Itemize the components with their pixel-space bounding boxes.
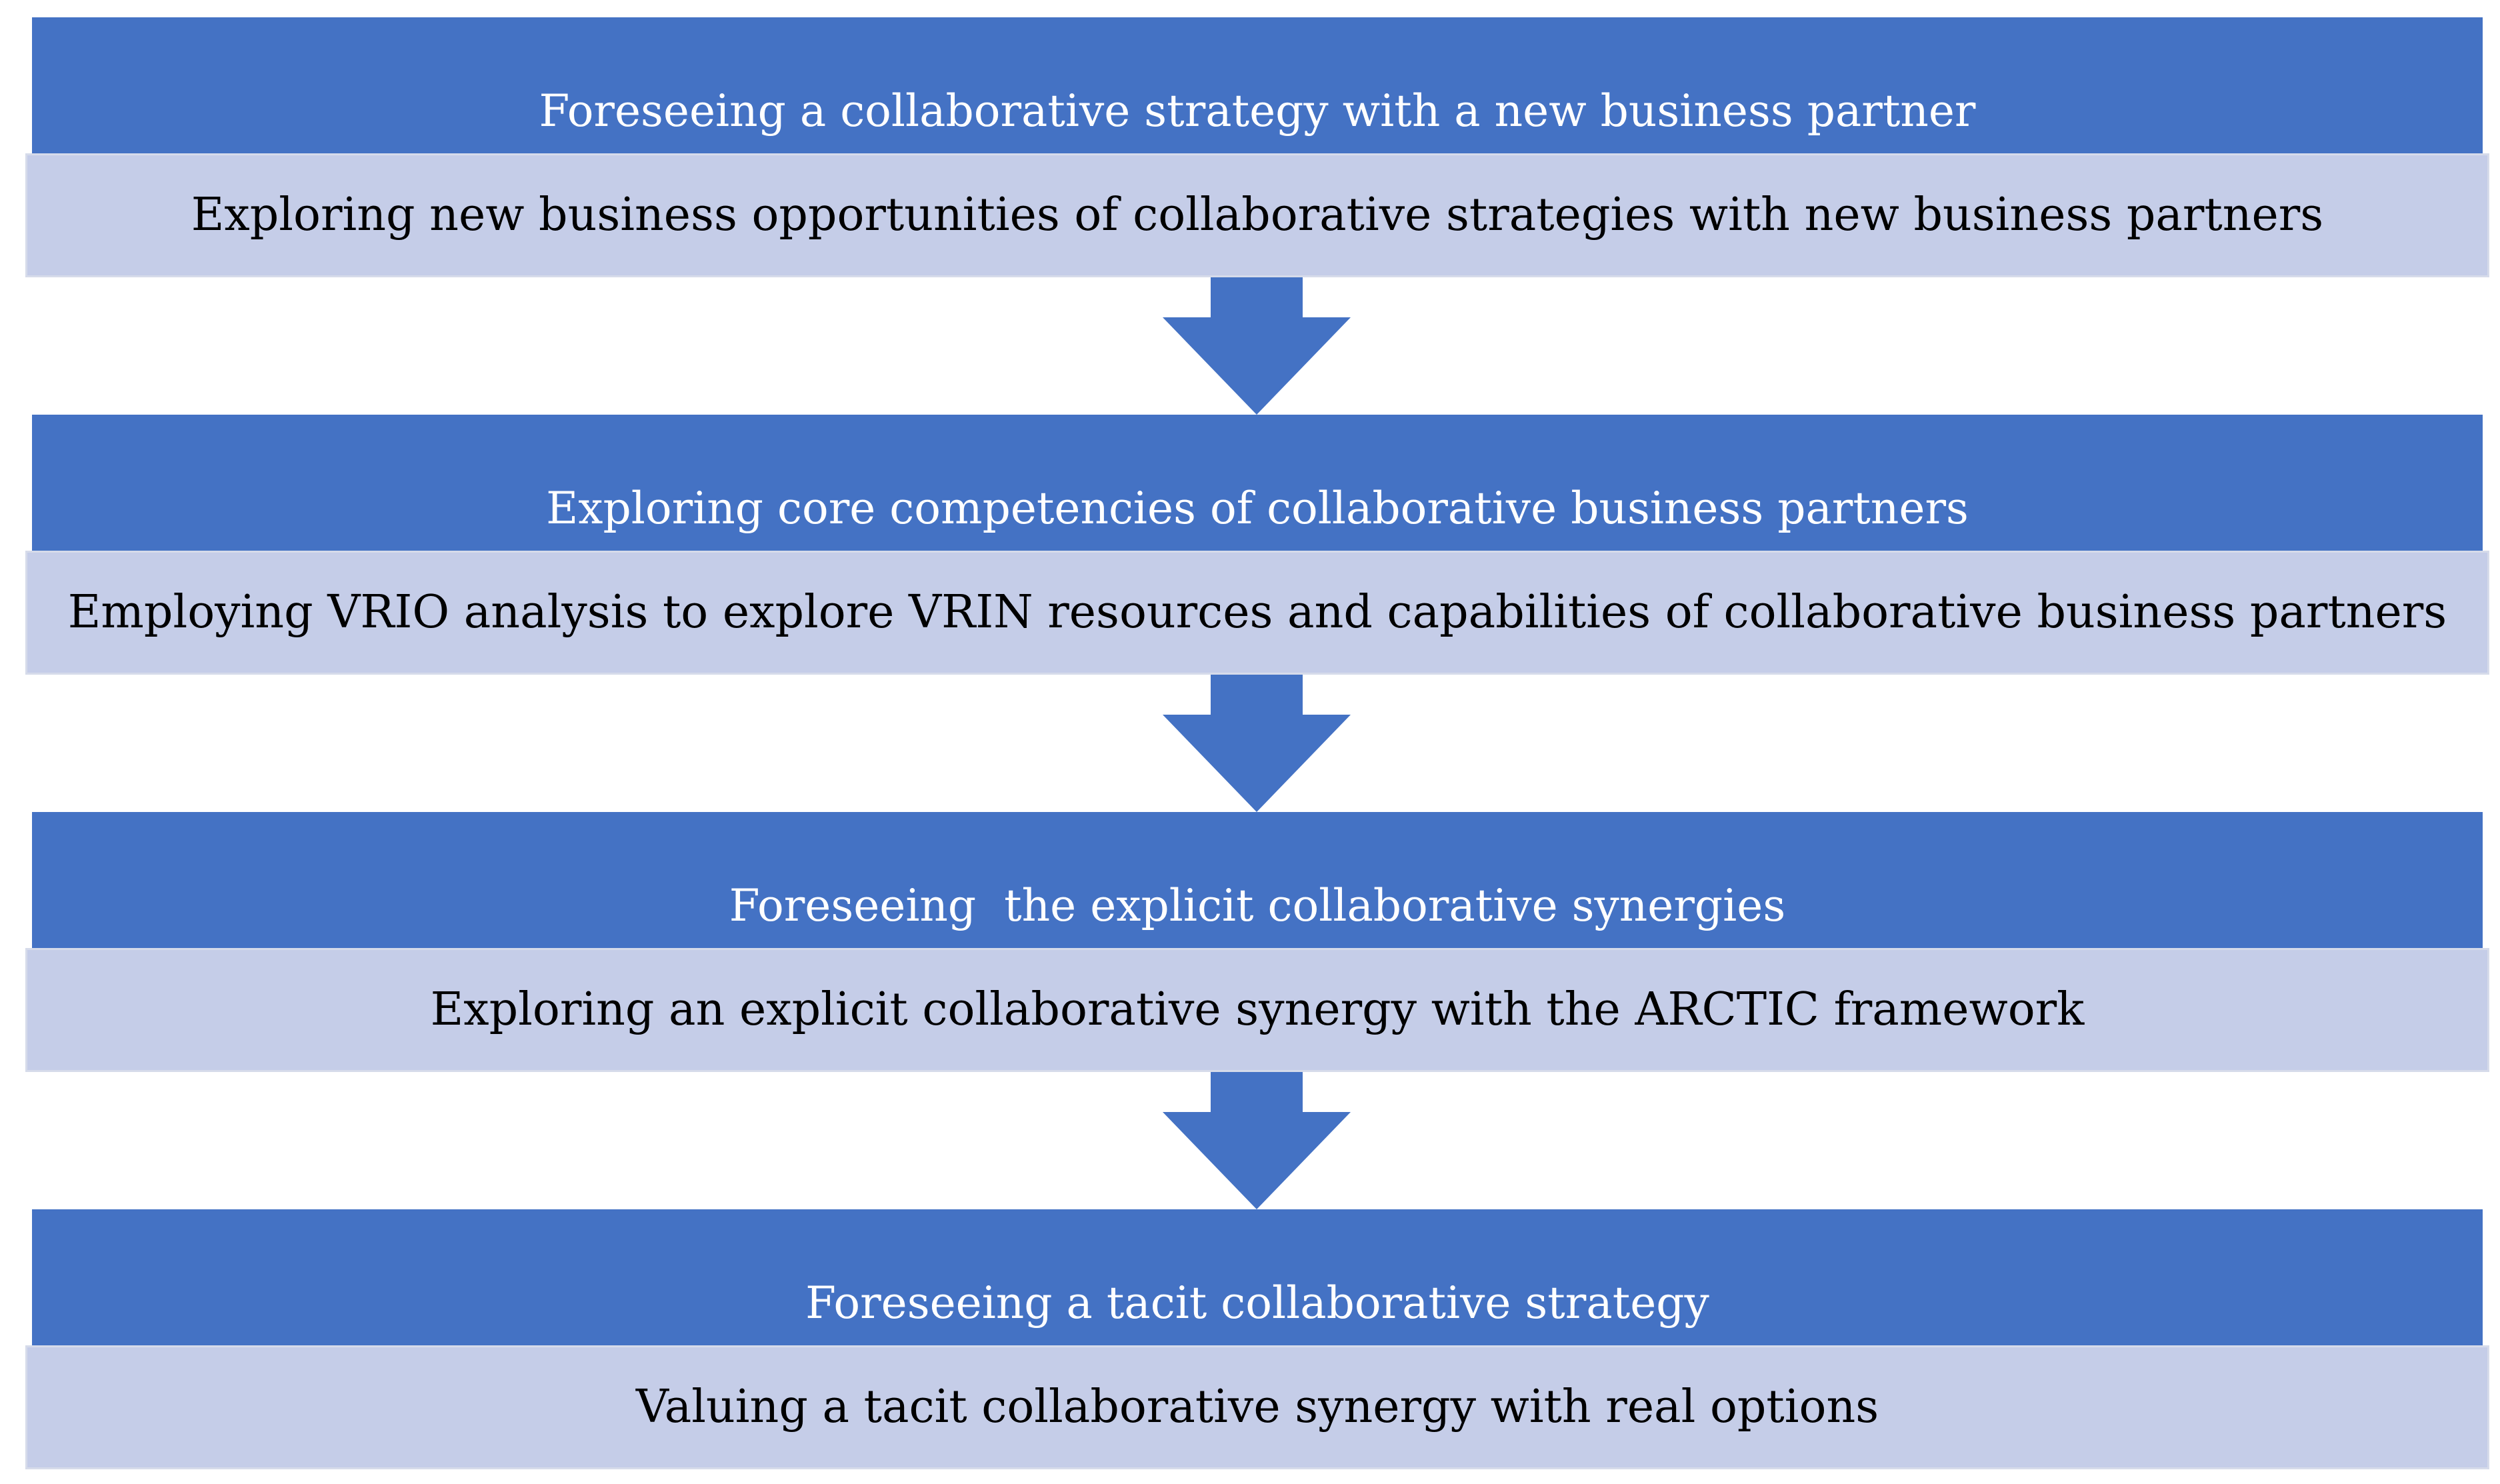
step-1-title: Foreseeing a collaborative strategy with… [32, 17, 2483, 153]
step-3-description: Exploring an explicit collaborative syne… [25, 948, 2489, 1072]
step-2-title: Exploring core competencies of collabora… [32, 415, 2483, 551]
step-1-description: Exploring new business opportunities of … [25, 153, 2489, 277]
step-4-title: Foreseeing a tacit collaborative strateg… [32, 1209, 2483, 1345]
down-arrow-icon [1163, 1072, 1351, 1209]
step-2-description: Employing VRIO analysis to explore VRIN … [25, 551, 2489, 675]
down-arrow-icon [1163, 277, 1351, 415]
step-4-description: Valuing a tacit collaborative synergy wi… [25, 1345, 2489, 1469]
down-arrow-icon [1163, 675, 1351, 812]
step-3-title: Foreseeing the explicit collaborative sy… [32, 812, 2483, 948]
